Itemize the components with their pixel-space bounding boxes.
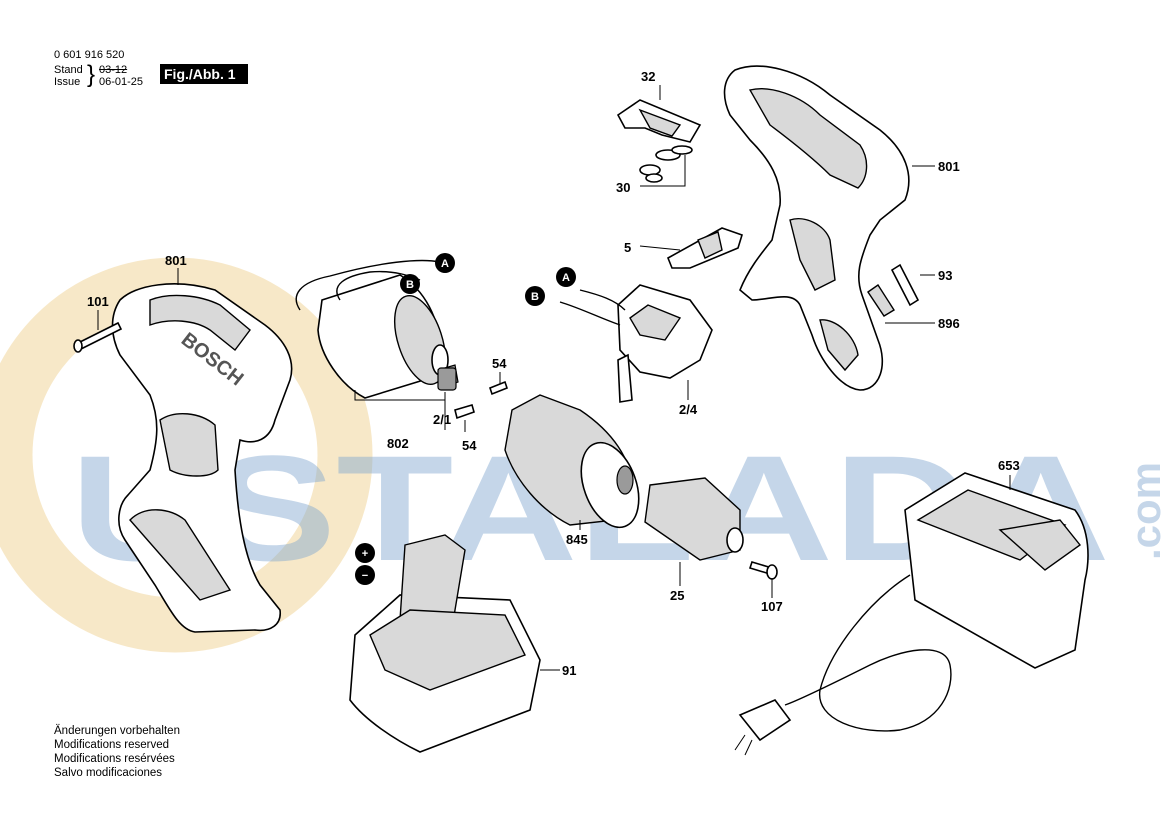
connector-a-switch: A <box>556 267 576 287</box>
label-896: 896 <box>938 316 960 331</box>
label-25: 25 <box>670 588 684 603</box>
bit-93 <box>890 263 920 307</box>
label-2-4: 2/4 <box>679 402 698 417</box>
screw-54-bottom <box>454 404 475 420</box>
motor-802 <box>295 259 459 399</box>
svg-text:−: − <box>362 570 368 582</box>
charger-653 <box>734 472 1089 756</box>
terminal-minus: − <box>355 565 375 585</box>
terminal-plus: + <box>355 543 375 563</box>
brace-icon: } <box>87 61 96 88</box>
label-32: 32 <box>641 69 655 84</box>
watermark-suffix: .com <box>1122 462 1168 560</box>
housing-half-left: BOSCH <box>111 283 293 633</box>
label-2-1: 2/1 <box>433 412 451 427</box>
screw-101 <box>73 321 123 353</box>
leader-lines <box>97 85 1011 671</box>
issue-value: 06-01-25 <box>99 76 144 88</box>
stand-value: 03-12 <box>99 64 128 76</box>
connector-b-motor: B <box>400 274 420 294</box>
note-spanish: Salvo modificaciones <box>54 767 163 779</box>
svg-text:B: B <box>531 291 539 303</box>
label-101: 101 <box>87 294 109 309</box>
clip-32 <box>616 99 702 143</box>
gearbox-845 <box>504 394 640 529</box>
label-801-right: 801 <box>938 159 960 174</box>
battery-pack-91 <box>349 534 541 753</box>
bit-holder-896 <box>867 284 895 317</box>
stand-label: Stand <box>54 64 83 76</box>
connector-a-motor: A <box>435 253 455 273</box>
svg-text:A: A <box>562 272 570 284</box>
label-802: 802 <box>387 436 409 451</box>
svg-text:B: B <box>406 279 414 291</box>
label-54-top: 54 <box>492 356 507 371</box>
label-30: 30 <box>616 180 630 195</box>
chuck-25 <box>644 477 744 561</box>
issue-label: Issue <box>54 76 81 88</box>
svg-text:A: A <box>441 258 449 270</box>
label-801-left: 801 <box>165 253 187 268</box>
direction-switch-5 <box>666 227 743 269</box>
housing-half-right <box>723 65 910 391</box>
svg-text:+: + <box>362 548 368 560</box>
note-german: Änderungen vorbehalten <box>54 725 180 737</box>
label-54-bottom: 54 <box>462 438 477 453</box>
note-english: Modifications reserved <box>54 739 170 751</box>
label-5: 5 <box>624 240 631 255</box>
label-93: 93 <box>938 268 952 283</box>
figure-label: Fig./Abb. 1 <box>160 64 248 84</box>
label-91: 91 <box>562 663 576 678</box>
note-french: Modifications resérvées <box>54 753 175 765</box>
spring-pair-30 <box>639 145 693 183</box>
switch-2-4 <box>559 284 713 403</box>
screw-54-top <box>489 380 508 396</box>
pinion-2-1 <box>437 367 457 391</box>
label-845: 845 <box>566 532 588 547</box>
modification-notes: Änderungen vorbehalten Modifications res… <box>54 724 180 780</box>
document-number: 0 601 916 520 <box>54 49 125 61</box>
label-107: 107 <box>761 599 783 614</box>
label-653: 653 <box>998 458 1020 473</box>
part-labels: 32 30 5 801 801 101 93 896 54 54 2/1 2/4… <box>87 69 1020 678</box>
connector-b-switch: B <box>525 286 545 306</box>
